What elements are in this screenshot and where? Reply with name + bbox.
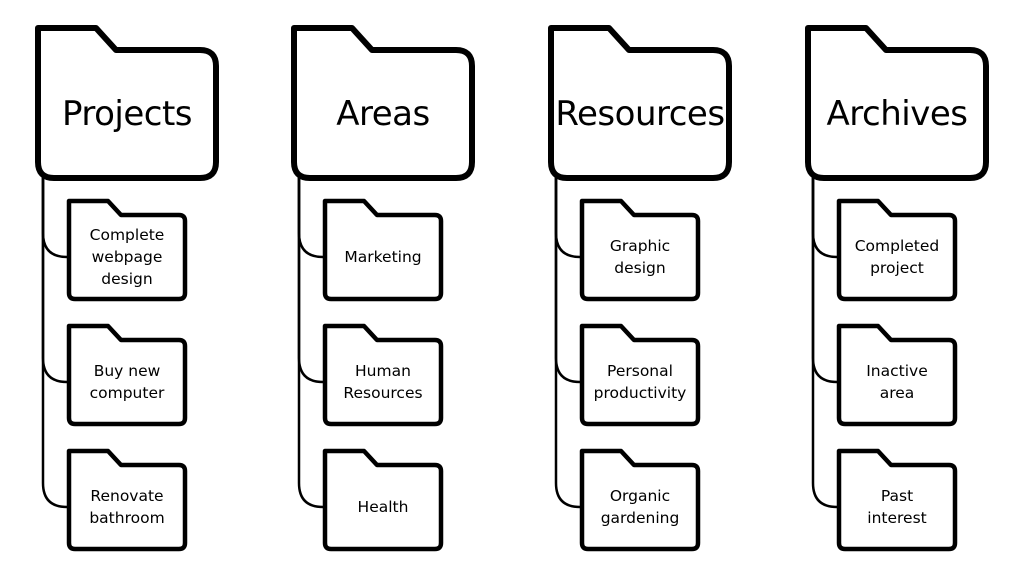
subfolder-icon-resources-3	[579, 448, 701, 552]
folder-title-areas: Areas	[336, 94, 430, 134]
subfolder-label-projects-1: Complete webpage design	[89, 226, 165, 288]
folder-icon-projects	[35, 25, 219, 181]
folder-title-projects: Projects	[61, 94, 193, 134]
subfolder-label-archives-1: Completed project	[854, 237, 940, 277]
subfolder-icon-areas-1	[322, 198, 444, 302]
subfolder-icon-resources-2	[579, 323, 701, 427]
folder-icon-archives	[805, 25, 989, 181]
subfolder-label-areas-2: Human Resources	[343, 362, 423, 402]
subfolder-label-areas-1: Marketing	[344, 248, 422, 266]
folder-icon-resources	[548, 25, 732, 181]
subfolder-icon-projects-3	[66, 448, 188, 552]
subfolder-label-projects-2: Buy new computer	[89, 362, 165, 402]
subfolder-icon-areas-2	[322, 323, 444, 427]
subfolder-label-areas-3: Health	[357, 498, 409, 516]
subfolder-label-resources-2: Personal productivity	[593, 362, 687, 402]
subfolder-icon-resources-1	[579, 198, 701, 302]
subfolder-label-resources-1: Graphic design	[609, 237, 671, 277]
folder-title-resources: Resources	[555, 94, 725, 134]
subfolder-label-archives-2: Inactive area	[866, 362, 928, 402]
subfolder-label-projects-3: Renovate bathroom	[89, 487, 165, 527]
subfolder-label-archives-3: Past interest	[867, 487, 927, 527]
subfolder-icon-projects-2	[66, 323, 188, 427]
subfolder-icon-archives-2	[836, 323, 958, 427]
folder-icon-areas	[291, 25, 475, 181]
subfolder-icon-areas-3	[322, 448, 444, 552]
folder-title-archives: Archives	[826, 94, 968, 134]
subfolder-icon-archives-3	[836, 448, 958, 552]
subfolder-label-resources-3: Organic gardening	[600, 487, 680, 527]
subfolder-icon-archives-1	[836, 198, 958, 302]
subfolder-icon-projects-1	[66, 198, 188, 302]
